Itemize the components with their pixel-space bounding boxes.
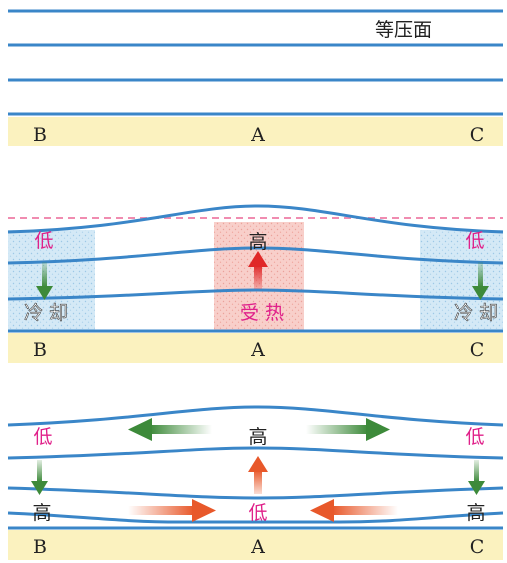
inflow-arrow-shaft-left xyxy=(128,506,194,515)
cold-zone-left xyxy=(8,230,95,331)
isobar-2-1 xyxy=(7,204,504,234)
panel2-cooling-left: 冷 却 xyxy=(24,302,68,324)
sinking-arrow-head-left xyxy=(31,481,48,495)
inflow-arrow-head-left xyxy=(192,499,216,522)
panel3-lower-high-right: 高 xyxy=(466,502,485,524)
inflow-arrow-head-right xyxy=(310,499,334,522)
panel3-upper-high-center: 高 xyxy=(248,426,267,448)
ground-strip-3 xyxy=(8,530,503,560)
isobar-3-1 xyxy=(7,405,504,427)
heating-arrow-head xyxy=(248,251,268,267)
panel2-heating-center: 受 热 xyxy=(240,302,284,324)
point-b-label-2: B xyxy=(33,339,47,361)
isobar-2-2 xyxy=(7,246,504,265)
panel2-high-label: 高 xyxy=(248,231,267,253)
point-a-label: A xyxy=(250,124,265,146)
outflow-arrow-shaft-left xyxy=(150,425,212,434)
isobar-2-3 xyxy=(7,288,504,301)
panel3-upper-low-left: 低 xyxy=(33,426,52,448)
rising-arrow-head xyxy=(248,456,268,472)
panel-2-heating-cooling: 高 低 低 冷 却 受 热 冷 却 B A C xyxy=(7,204,504,363)
sinking-arrow-head-right xyxy=(468,481,485,495)
outflow-arrow-head-right xyxy=(366,418,390,441)
panel-3-circulation: 低 高 低 高 低 高 B A C xyxy=(7,405,504,560)
panel2-low-left: 低 xyxy=(34,230,53,252)
cold-zone-right xyxy=(420,230,503,331)
outflow-arrow-head-left xyxy=(128,418,152,441)
point-c-label-2: C xyxy=(470,339,485,361)
cooling-arrow-shaft-right xyxy=(478,262,483,287)
cooling-arrow-shaft-left xyxy=(42,262,47,287)
panel3-lower-low-center: 低 xyxy=(248,502,267,524)
sinking-arrow-shaft-left xyxy=(37,460,42,482)
inflow-arrow-shaft-right xyxy=(332,506,398,515)
point-b-label-3: B xyxy=(33,536,47,558)
outflow-arrow-shaft-right xyxy=(306,425,368,434)
panel2-low-right: 低 xyxy=(465,230,484,252)
cooling-arrow-head-left xyxy=(36,286,53,300)
sinking-arrow-shaft-right xyxy=(474,460,479,482)
point-c-label-3: C xyxy=(470,536,485,558)
heating-arrow-shaft xyxy=(254,265,262,289)
point-a-label-3: A xyxy=(250,536,265,558)
panel-1-uniform-isobars: 等压面 B A C xyxy=(8,9,503,146)
panel2-cooling-right: 冷 却 xyxy=(454,302,498,324)
isobar-3-2 xyxy=(7,446,504,460)
panel3-upper-low-right: 低 xyxy=(465,426,484,448)
isobar-label: 等压面 xyxy=(375,19,432,41)
ground-strip-2 xyxy=(8,333,503,363)
isobar-3-4 xyxy=(7,511,504,524)
point-a-label-2: A xyxy=(250,339,265,361)
point-b-label: B xyxy=(33,124,47,146)
point-c-label: C xyxy=(470,124,485,146)
cooling-arrow-head-right xyxy=(472,286,489,300)
ground-strip xyxy=(8,117,503,146)
panel3-lower-high-left: 高 xyxy=(32,502,51,524)
rising-arrow-shaft xyxy=(254,470,262,494)
isobar-3-3 xyxy=(7,486,504,500)
